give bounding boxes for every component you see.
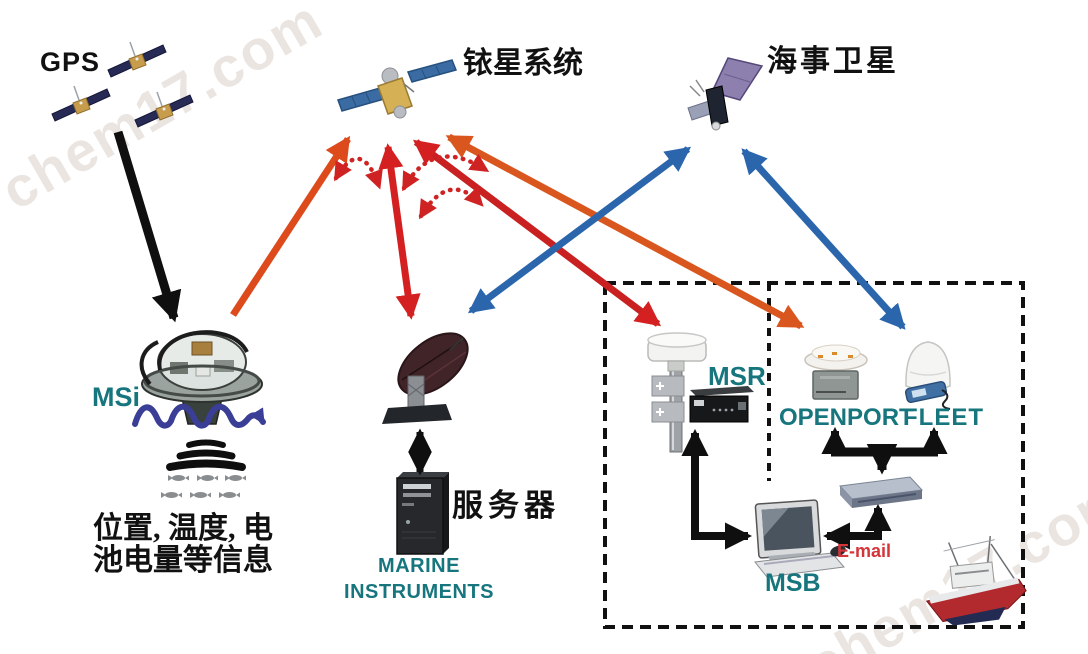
beam-arc-3 xyxy=(418,186,484,220)
connector-arrows xyxy=(408,426,948,550)
marine-line2: INSTRUMENTS xyxy=(344,580,494,603)
maritime-satellite-label: 海事卫星 xyxy=(767,45,899,78)
sea-wave-image xyxy=(132,403,266,429)
msb-label: MSB xyxy=(765,569,821,597)
gps-label: GPS xyxy=(40,47,101,77)
iridium-system-label: 铱星系统 xyxy=(463,47,583,80)
marine-line1: MARINE xyxy=(378,555,460,577)
arrow-inmarsat-dish xyxy=(467,146,692,314)
msi-buoy-image xyxy=(139,330,263,425)
msb-computer-image xyxy=(754,499,846,578)
ship-image xyxy=(925,536,1027,626)
msr-label: MSR xyxy=(708,361,766,391)
iridium-satellite-image xyxy=(337,59,458,119)
email-label: E-mail xyxy=(837,541,892,561)
msi-info-text: 位置, 温度, 电 池电量等信息 xyxy=(93,512,273,578)
arrow-inmarsat-fleet xyxy=(741,148,906,330)
arrow-gps-to-msi xyxy=(113,130,182,323)
fleet-antenna-image xyxy=(904,341,951,410)
link-arrows xyxy=(113,130,906,330)
ground-dish-image xyxy=(382,332,469,424)
beam-arc-2 xyxy=(401,153,490,192)
router-image xyxy=(838,476,924,508)
arrow-router-msb-email xyxy=(822,503,892,550)
msr-receiver-image xyxy=(689,386,754,423)
msi-info-line1: 位置, 温度, 电 xyxy=(93,512,273,545)
sonar-beams-image xyxy=(166,439,246,471)
fish-school-image xyxy=(161,475,246,498)
openport-label: OPENPORT xyxy=(779,404,914,431)
arrow-msi-to-iridium xyxy=(230,135,351,317)
arrow-msr-msb xyxy=(681,428,753,550)
msi-label: MSi xyxy=(92,382,141,412)
fleet-label: FLEET xyxy=(903,404,984,431)
arrow-iridium-dish xyxy=(378,143,421,320)
spot-beam-arrows xyxy=(333,153,490,220)
msr-antenna-image xyxy=(647,332,707,453)
openport-antenna-image xyxy=(804,344,868,400)
server-label: 服务器 xyxy=(452,488,560,523)
msi-info-line2: 池电量等信息 xyxy=(93,544,273,578)
server-tower-image xyxy=(396,472,449,555)
beam-arc-1 xyxy=(333,156,383,190)
maritime-satellite-image xyxy=(687,57,764,131)
marine-instruments-label: MARINE INSTRUMENTS xyxy=(338,554,500,605)
